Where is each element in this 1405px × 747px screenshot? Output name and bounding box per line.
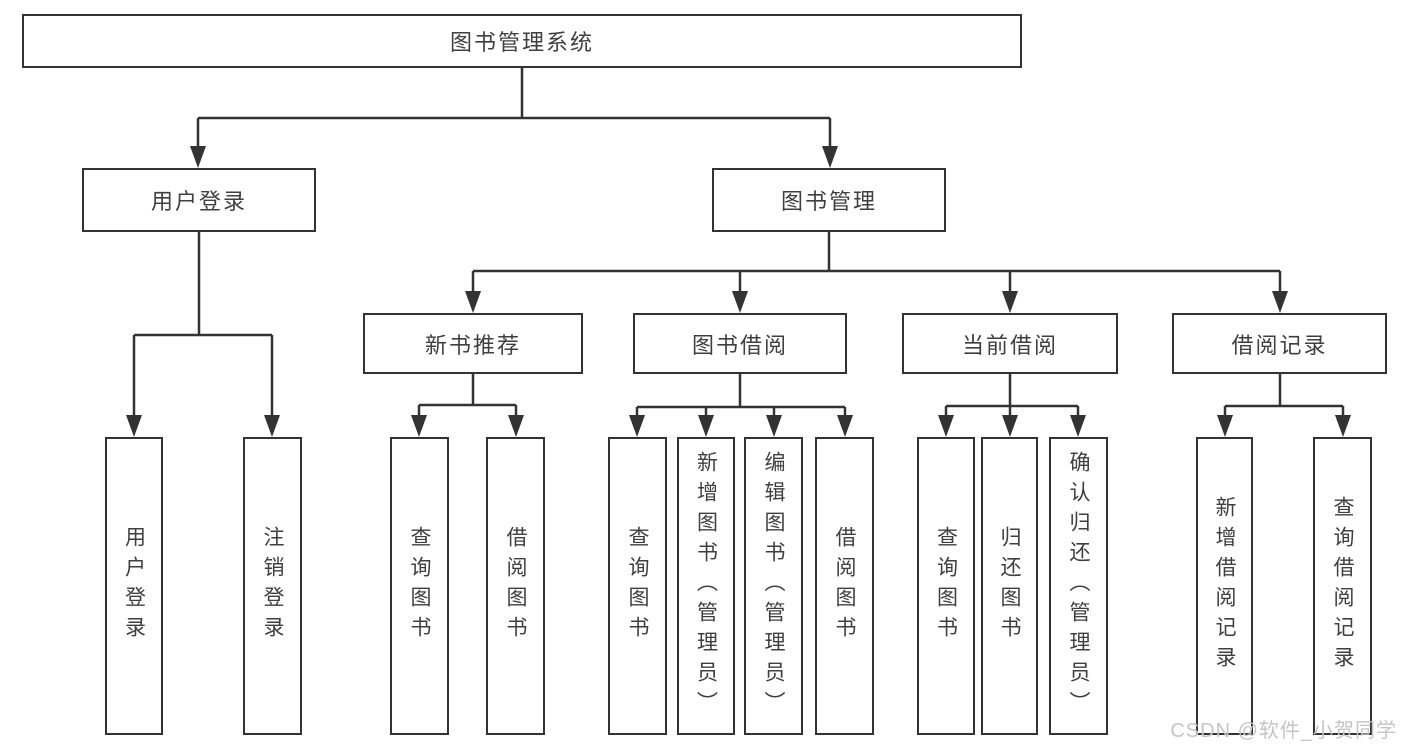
leaf-query-books-recommendation: 查询图书	[390, 437, 449, 735]
node-label: 借阅图书	[504, 526, 527, 646]
node-label: 查询图书	[408, 526, 431, 646]
node-label: 查询图书	[626, 526, 649, 646]
leaf-return-books: 归还图书	[981, 437, 1038, 735]
leaf-add-borrow-record: 新增借阅记录	[1196, 437, 1253, 735]
node-new-book-recommendation: 新书推荐	[363, 313, 583, 374]
leaf-confirm-return-admin: 确认归还（管理员）	[1049, 437, 1108, 735]
connector-root-to-branches	[190, 68, 838, 168]
node-label: 图书借阅	[691, 332, 788, 358]
leaf-add-book-admin: 新增图书（管理员）	[677, 437, 735, 735]
node-label: 查询图书	[934, 526, 958, 646]
node-book-management: 图书管理	[712, 168, 946, 232]
node-current-borrowing: 当前借阅	[902, 313, 1118, 374]
connector-new-book-recommendation-to-leaves	[411, 374, 524, 437]
node-book-borrowing: 图书借阅	[633, 313, 847, 374]
leaf-query-books-borrowing: 查询图书	[608, 437, 667, 735]
node-label: 注销登录	[261, 526, 284, 646]
connector-book-management-to-sections	[465, 232, 1288, 313]
node-label: 编辑图书（管理员）	[762, 451, 785, 721]
node-label: 归还图书	[998, 526, 1021, 646]
connector-current-borrowing-to-leaves	[938, 374, 1086, 437]
connector-borrowing-records-to-leaves	[1217, 374, 1351, 437]
node-label: 借阅图书	[833, 526, 856, 646]
node-library-management-system: 图书管理系统	[22, 14, 1022, 68]
node-label: 查询借阅记录	[1331, 496, 1354, 676]
node-label: 借阅记录	[1231, 332, 1328, 358]
connector-book-borrowing-to-leaves	[629, 374, 853, 437]
node-label: 新书推荐	[424, 332, 521, 358]
node-label: 用户登录	[150, 189, 247, 214]
node-label: 图书管理系统	[449, 30, 594, 55]
leaf-edit-book-admin: 编辑图书（管理员）	[744, 437, 803, 735]
leaf-query-books-current: 查询图书	[917, 437, 975, 735]
connector-user-login-to-leaves	[126, 232, 280, 437]
node-label: 确认归还（管理员）	[1067, 451, 1090, 721]
node-label: 当前借阅	[961, 332, 1058, 358]
leaf-borrow-books-recommendation: 借阅图书	[486, 437, 545, 735]
node-label: 新增借阅记录	[1213, 496, 1236, 676]
leaf-borrow-books-borrowing: 借阅图书	[815, 437, 874, 735]
node-borrowing-records: 借阅记录	[1172, 313, 1387, 374]
node-label: 新增图书（管理员）	[694, 451, 718, 721]
node-label: 用户登录	[122, 526, 146, 646]
leaf-query-borrow-record: 查询借阅记录	[1313, 437, 1372, 735]
leaf-user-login: 用户登录	[105, 437, 163, 735]
node-user-login: 用户登录	[82, 168, 316, 232]
node-label: 图书管理	[780, 189, 877, 214]
leaf-logout: 注销登录	[243, 437, 302, 735]
